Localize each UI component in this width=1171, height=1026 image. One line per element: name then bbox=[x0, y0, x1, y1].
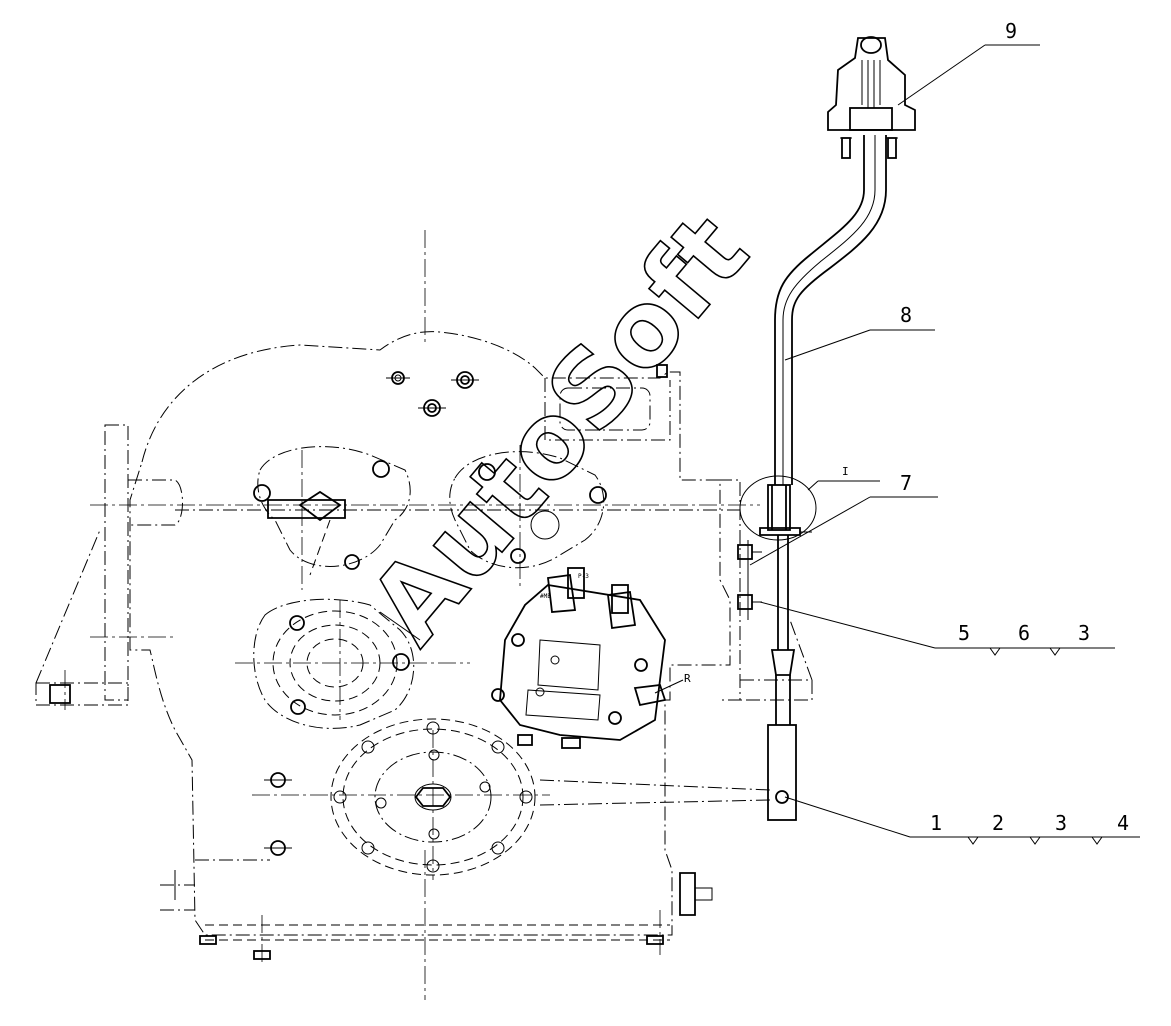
lower-gear-cover bbox=[330, 718, 536, 876]
callout-9: 9 bbox=[1005, 19, 1017, 43]
callout-6: 6 bbox=[1018, 621, 1030, 645]
valve-mark-p3: P-3 bbox=[578, 573, 589, 580]
upper-right-cover bbox=[449, 451, 607, 569]
callout-5: 5 bbox=[958, 621, 970, 645]
shift-lever-handle bbox=[827, 36, 916, 159]
watermark: AutoSoft bbox=[346, 192, 772, 666]
shift-rod bbox=[767, 135, 887, 821]
housing-bolts bbox=[49, 364, 668, 960]
callout-1: 1 bbox=[930, 811, 942, 835]
callout-labels: 9 8 I 7 5 6 3 1 2 3 4 R bbox=[684, 19, 1129, 835]
callout-detail-I: I bbox=[842, 465, 849, 478]
callout-8: 8 bbox=[900, 303, 912, 327]
middle-left-cover bbox=[253, 598, 421, 729]
detail-I bbox=[739, 475, 817, 541]
bracket-bolts bbox=[737, 540, 762, 620]
callout-2: 2 bbox=[992, 811, 1004, 835]
callout-3-upper: 3 bbox=[1078, 621, 1090, 645]
leader-lines bbox=[654, 44, 1140, 845]
callout-3-lower: 3 bbox=[1055, 811, 1067, 835]
callout-7: 7 bbox=[900, 471, 912, 495]
upper-left-cover bbox=[253, 446, 411, 576]
control-valve: P-3 #ME bbox=[491, 567, 667, 749]
valve-mark-me: #ME bbox=[540, 593, 551, 600]
callout-4: 4 bbox=[1117, 811, 1129, 835]
callout-valve-port-R: R bbox=[684, 672, 691, 685]
